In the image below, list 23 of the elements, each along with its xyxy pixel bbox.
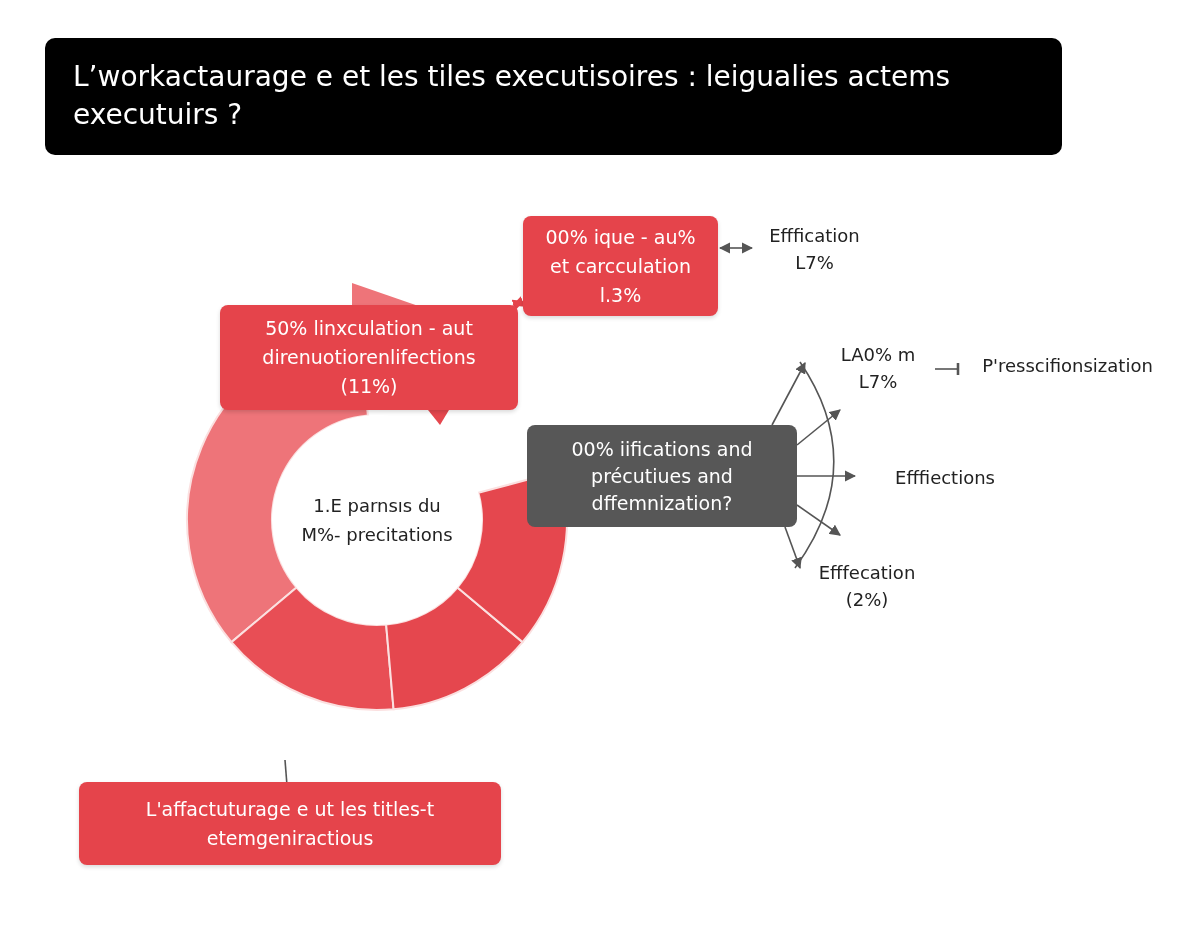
node-text: LA0% m L7% [839, 343, 917, 394]
node-text: 00% ique - au% et carcculation l.3% [544, 224, 697, 308]
node-text: 1.E parnsıs du M%- precitations [300, 494, 454, 547]
process-box [79, 782, 501, 865]
arrow [511, 296, 525, 311]
node-text: Efffecation (2%) [817, 561, 917, 612]
node-text: Efffication L7% [768, 224, 861, 275]
process-box [527, 425, 797, 527]
process-box [523, 216, 718, 316]
arrow [796, 409, 841, 446]
node-text: L'affactuturage e ut les titles-t etemgeniractious [144, 796, 436, 851]
node-text: 50% linxculation - aut direnuotiorenlifections (11%) [261, 316, 477, 399]
process-box [220, 305, 518, 410]
arrow [796, 470, 857, 482]
arrow [771, 362, 806, 426]
title: L’workactaurage e et les tiles executisoires : leigualies actems executuirs ? [73, 59, 952, 133]
arrow [784, 526, 802, 570]
arrow [718, 242, 754, 254]
node-text: Efffiections [895, 465, 995, 490]
arrow [796, 504, 841, 536]
node-text: 00% iifications and précutiues and dffemnization? [570, 436, 754, 516]
connector-line [284, 759, 288, 783]
node-text: P'resscifionsization [982, 353, 1153, 378]
